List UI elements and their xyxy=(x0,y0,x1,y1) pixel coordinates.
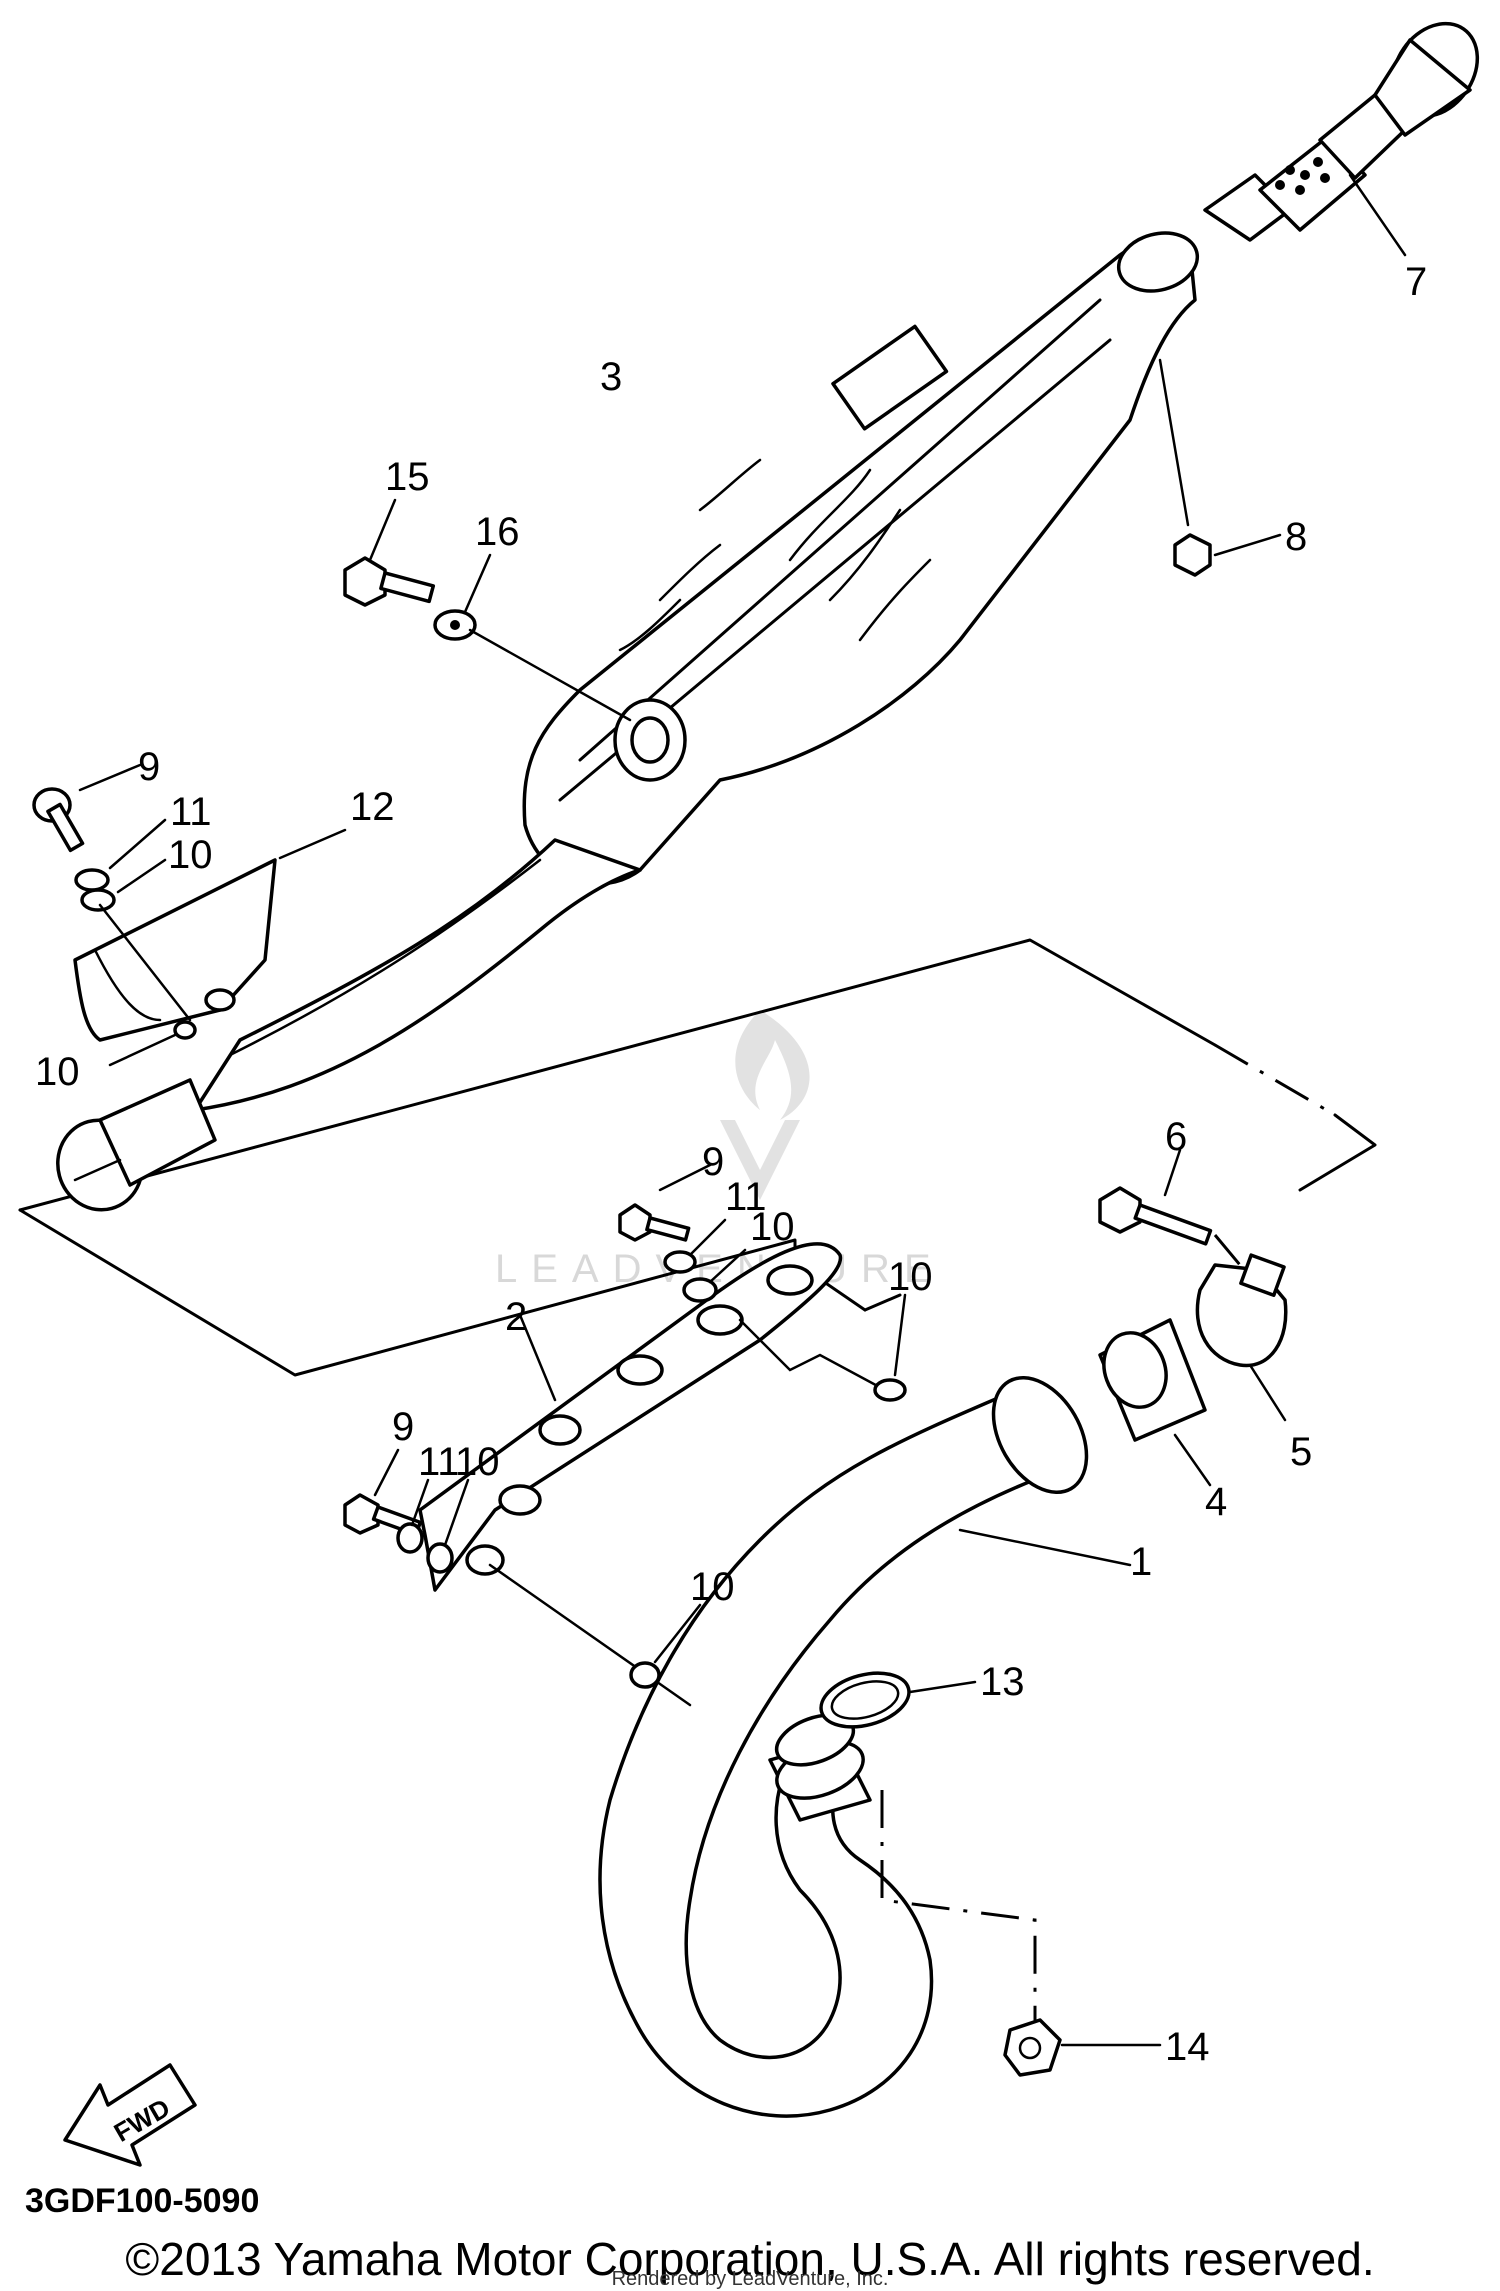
callout-12: 12 xyxy=(350,785,395,829)
callout-10-left: 10 xyxy=(35,1050,80,1094)
callout-6: 6 xyxy=(1165,1115,1187,1159)
part-8-bolt xyxy=(1173,533,1282,577)
watermark: LEADVENTURE xyxy=(495,1010,945,1291)
part-4-joint xyxy=(1098,1318,1212,1487)
callout-5: 5 xyxy=(1290,1430,1312,1474)
callout-4: 4 xyxy=(1205,1480,1227,1524)
part-5-clamp xyxy=(1195,1253,1288,1422)
part-2-protector xyxy=(418,1242,887,1707)
fasteners-upper-left xyxy=(32,763,197,1067)
callout-11-lower: 11 xyxy=(418,1440,460,1484)
copyright-text: ©2013 Yamaha Motor Corporation, U.S.A. A… xyxy=(125,2233,1375,2285)
fasteners-middle xyxy=(618,1163,907,1402)
callout-7: 7 xyxy=(1405,260,1427,304)
parts-15-16-bolt-washer xyxy=(343,498,632,722)
watermark-text: LEADVENTURE xyxy=(495,1247,945,1291)
part-12-bracket xyxy=(73,828,347,1042)
part-6-bolt xyxy=(1098,1148,1242,1266)
part-13-gasket xyxy=(819,1671,977,1729)
part-1-exhaust-pipe xyxy=(598,1375,1132,2118)
callout-10-right: 10 xyxy=(888,1255,933,1299)
fwd-arrow: FWD xyxy=(63,2063,197,2167)
part-3-muffler xyxy=(56,231,1200,1212)
callout-1: 1 xyxy=(1130,1540,1152,1584)
callout-9-middle: 9 xyxy=(702,1140,724,1184)
fasteners-lower-left xyxy=(343,1448,702,1689)
part-7-spark-arrester xyxy=(1203,21,1480,257)
callout-14: 14 xyxy=(1165,2025,1210,2069)
callout-10-lower: 10 xyxy=(455,1440,500,1484)
part-14-nut xyxy=(880,1790,1162,2077)
callout-9-upper: 9 xyxy=(138,745,160,789)
callout-2: 2 xyxy=(505,1295,527,1339)
rendered-by-text: Rendered by LeadVenture, Inc. xyxy=(611,2268,889,2290)
callout-10-upper: 10 xyxy=(168,833,213,877)
flame-v-logo-icon xyxy=(720,1010,810,1200)
callout-10-bottom: 10 xyxy=(690,1565,735,1609)
callout-3: 3 xyxy=(600,355,622,399)
callout-9-lower: 9 xyxy=(392,1405,414,1449)
callout-13: 13 xyxy=(980,1660,1025,1704)
diagram-code: 3GDF100-5090 xyxy=(25,2182,259,2220)
callout-8: 8 xyxy=(1285,515,1307,559)
callout-11-upper: 11 xyxy=(170,790,212,834)
callout-15: 15 xyxy=(385,455,430,499)
callout-11-middle: 11 xyxy=(725,1175,767,1219)
callout-16: 16 xyxy=(475,510,520,554)
callout-10-middle: 10 xyxy=(750,1205,795,1249)
callout-numbers: 1 2 3 4 5 6 7 8 9 9 9 11 10 12 10 11 10 … xyxy=(35,260,1427,2069)
